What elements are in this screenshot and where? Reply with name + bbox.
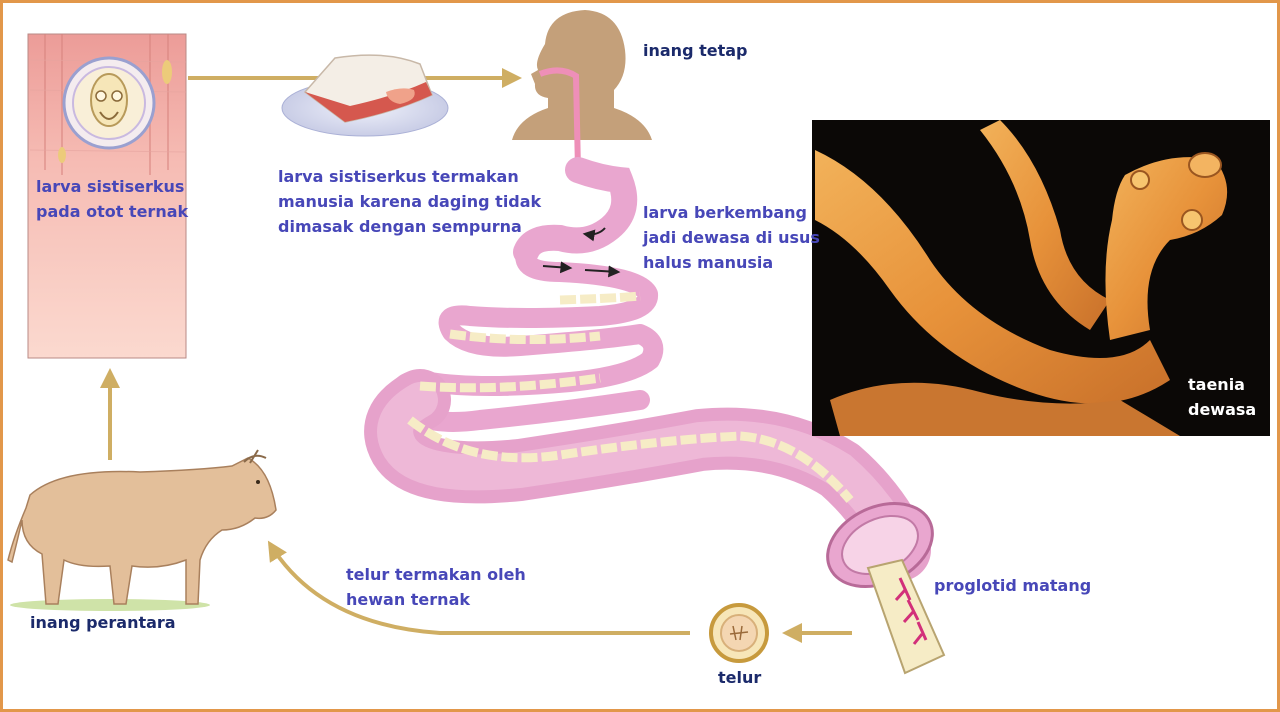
muscle-label: larva sistiserkus pada otot ternak <box>36 177 189 221</box>
intermediate-host-label: inang perantara <box>30 613 176 632</box>
proglottid-label: proglotid matang <box>934 576 1092 595</box>
cow-icon <box>7 449 277 611</box>
muscle-panel <box>27 33 187 359</box>
tapeworm-photo <box>812 120 1270 436</box>
eaten-label: telur termakan oleh hewan ternak <box>346 565 526 609</box>
arrow-to-cow <box>267 540 690 635</box>
human-silhouette-icon <box>512 10 652 140</box>
definitive-host-label: inang tetap <box>643 41 748 60</box>
meat-label: larva sistiserkus termakan manusia karen… <box>278 167 542 236</box>
proglottid-icon <box>866 558 946 675</box>
adult-label: taenia dewasa <box>1188 375 1257 419</box>
develop-label: larva berkembang jadi dewasa di usus hal… <box>643 203 820 272</box>
meat-icon <box>281 54 449 137</box>
egg-label: telur <box>718 668 762 687</box>
egg-icon <box>709 603 769 663</box>
intestine-icon <box>364 67 934 589</box>
